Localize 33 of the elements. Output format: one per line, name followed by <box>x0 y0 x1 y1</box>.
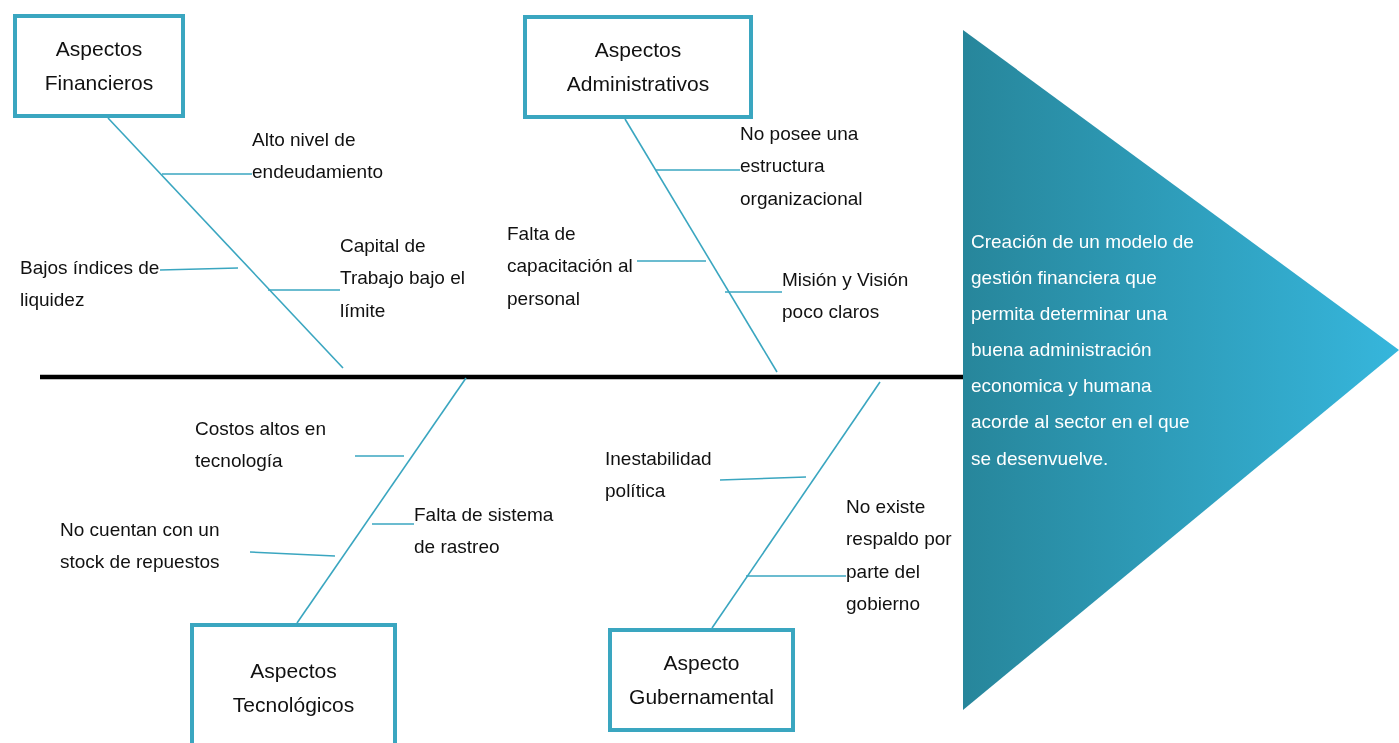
category-box: Aspectos Tecnológicos <box>190 623 397 743</box>
branch-line <box>159 267 239 271</box>
branch-line <box>161 173 253 175</box>
cause-text: Inestabilidad política <box>605 443 735 508</box>
spine-line <box>40 374 963 380</box>
branch-line <box>655 169 741 171</box>
bone-line <box>711 381 881 629</box>
branch-line <box>724 291 783 293</box>
branch-line <box>267 289 341 291</box>
cause-text: Falta de sistema de rastreo <box>414 499 574 564</box>
cause-text: Misión y Visión poco claros <box>782 264 942 329</box>
branch-line <box>719 476 807 481</box>
cause-text: Falta de capacitación al personal <box>507 218 637 315</box>
bone-line <box>107 117 344 369</box>
effect-arrow-head <box>963 30 1399 710</box>
category-box: Aspectos Administrativos <box>523 15 753 119</box>
category-box: Aspecto Gubernamental <box>608 628 795 732</box>
branch-line <box>249 551 336 557</box>
cause-text: Capital de Trabajo bajo el límite <box>340 230 470 327</box>
bone-line <box>624 118 778 373</box>
branch-line <box>745 575 847 577</box>
cause-text: Alto nivel de endeudamiento <box>252 124 402 189</box>
bone-line <box>296 377 467 624</box>
cause-text: No existe respaldo por parte del gobierno <box>846 491 956 621</box>
branch-line <box>354 455 405 457</box>
cause-text: Bajos índices de liquidez <box>20 252 160 317</box>
category-box: Aspectos Financieros <box>13 14 185 118</box>
cause-text: No cuentan con un stock de repuestos <box>60 514 250 579</box>
cause-text: No posee una estructura organizacional <box>740 118 900 215</box>
effect-text: Creación de un modelo de gestión financiera que permita determinar una buena administración economica y humana acorde al sector en el que se desenvuelve. <box>971 230 1195 471</box>
branch-line <box>371 523 415 525</box>
cause-text: Costos altos en tecnología <box>195 413 355 478</box>
branch-line <box>636 260 707 262</box>
